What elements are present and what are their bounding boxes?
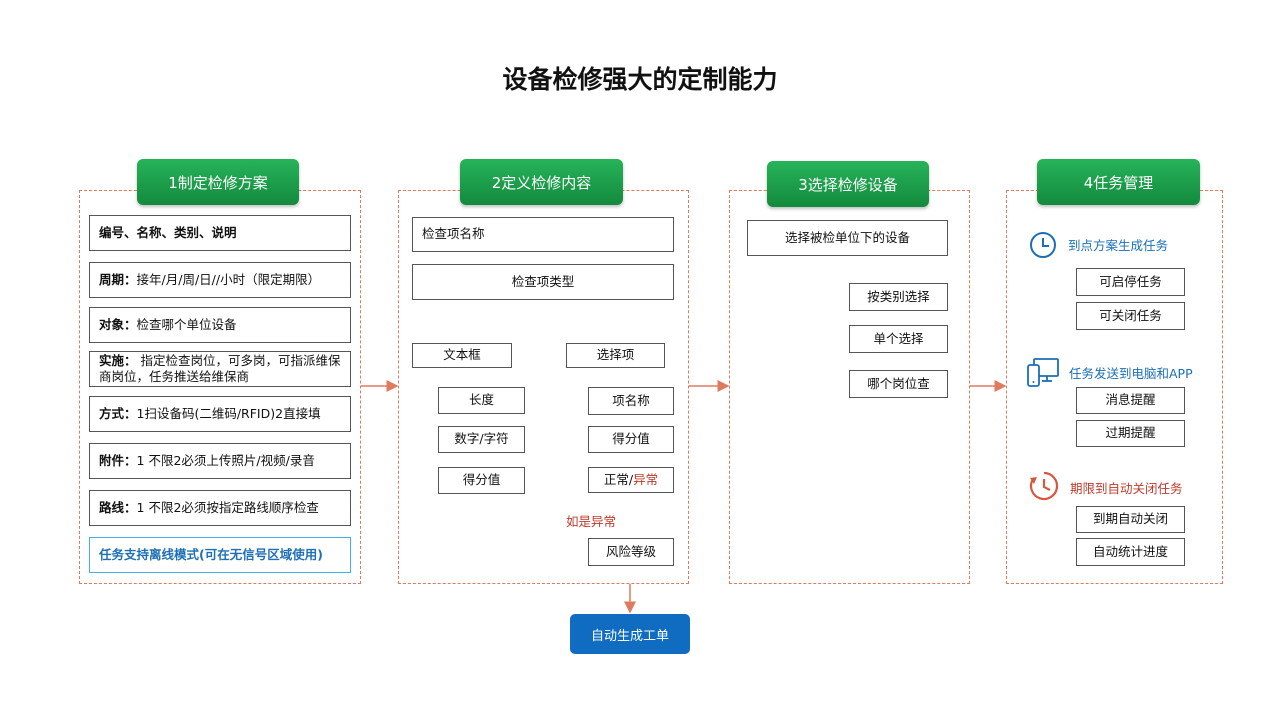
textbox-node: 文本框 xyxy=(412,343,512,368)
step1-row-method: 方式： 1扫设备码(二维码/RFID)2直接填 xyxy=(89,396,351,432)
textbox-score: 得分值 xyxy=(438,467,525,494)
select-single: 单个选择 xyxy=(849,325,948,353)
devices-icon xyxy=(1027,358,1059,387)
auto-close-on-expire: 到期自动关闭 xyxy=(1076,506,1185,533)
row-text: 1扫设备码(二维码/RFID)2直接填 xyxy=(136,405,321,421)
row-label: 方式： xyxy=(99,405,137,421)
step1-row-basic: 编号、名称、类别、说明 xyxy=(89,215,351,251)
row-text: 1 不限2必须按指定路线顺序检查 xyxy=(136,499,319,515)
step4-header: 4任务管理 xyxy=(1037,159,1200,205)
row-label: 路线： xyxy=(99,499,137,515)
item-type-box: 检查项类型 xyxy=(412,264,674,300)
page-title: 设备检修强大的定制能力 xyxy=(502,65,778,94)
select-node: 选择项 xyxy=(566,343,665,368)
auto-generate-order: 自动生成工单 xyxy=(570,614,690,654)
step1-row-implement: 实施： 指定检查岗位，可多岗，可指派维保商岗位，任务推送给维保商 xyxy=(89,351,351,387)
row-label: 对象： xyxy=(99,316,137,332)
row-label: 周期： xyxy=(99,271,137,287)
step1-offline-mode: 任务支持离线模式(可在无信号区域使用) xyxy=(89,537,351,573)
risk-level-box: 风险等级 xyxy=(588,538,674,566)
task-close: 可关闭任务 xyxy=(1076,302,1185,330)
select-by-category: 按类别选择 xyxy=(849,283,948,311)
step1-header: 1制定检修方案 xyxy=(137,159,299,205)
select-score: 得分值 xyxy=(588,426,674,453)
auto-progress-stats: 自动统计进度 xyxy=(1076,538,1185,566)
select-by-post: 哪个岗位查 xyxy=(849,370,948,398)
step1-row-attachment: 附件： 1 不限2必须上传照片/视频/录音 xyxy=(89,443,351,479)
group-schedule-label: 到点方案生成任务 xyxy=(1068,238,1169,253)
clock-icon xyxy=(1030,232,1056,258)
row-label: 实施： xyxy=(99,353,137,368)
row-label: 附件： xyxy=(99,452,137,468)
message-reminder: 消息提醒 xyxy=(1076,387,1185,414)
textbox-number-char: 数字/字符 xyxy=(438,426,525,453)
step2-header: 2定义检修内容 xyxy=(460,159,623,205)
if-abnormal-label: 如是异常 xyxy=(566,514,617,529)
task-start-stop: 可启停任务 xyxy=(1076,268,1185,296)
step3-header: 3选择检修设备 xyxy=(767,161,929,207)
group-auto-close-label: 期限到自动关闭任务 xyxy=(1070,481,1183,496)
item-name-box: 检查项名称 xyxy=(412,217,674,252)
row-label: 编号、名称、类别、说明 xyxy=(99,224,237,240)
normal-label: 正常/ xyxy=(603,471,634,487)
group-send-label: 任务发送到电脑和APP xyxy=(1069,366,1193,381)
row-text: 1 不限2必须上传照片/视频/录音 xyxy=(136,452,315,468)
abnormal-label: 异常 xyxy=(633,471,659,487)
select-normal-abnormal: 正常/异常 xyxy=(588,467,674,493)
select-device-box: 选择被检单位下的设备 xyxy=(747,220,948,256)
select-item-name: 项名称 xyxy=(588,387,674,415)
step1-row-object: 对象：检查哪个单位设备 xyxy=(89,307,351,343)
timer-icon xyxy=(1029,471,1059,501)
textbox-length: 长度 xyxy=(438,387,525,414)
step1-row-route: 路线： 1 不限2必须按指定路线顺序检查 xyxy=(89,490,351,526)
step1-row-period: 周期：接年/月/周/日//小时（限定期限） xyxy=(89,262,351,298)
row-text: 指定检查岗位，可多岗，可指派维保商岗位，任务推送给维保商 xyxy=(99,353,341,385)
row-text: 接年/月/周/日//小时（限定期限） xyxy=(136,271,321,287)
expire-reminder: 过期提醒 xyxy=(1076,420,1185,447)
row-text: 检查哪个单位设备 xyxy=(136,316,237,332)
